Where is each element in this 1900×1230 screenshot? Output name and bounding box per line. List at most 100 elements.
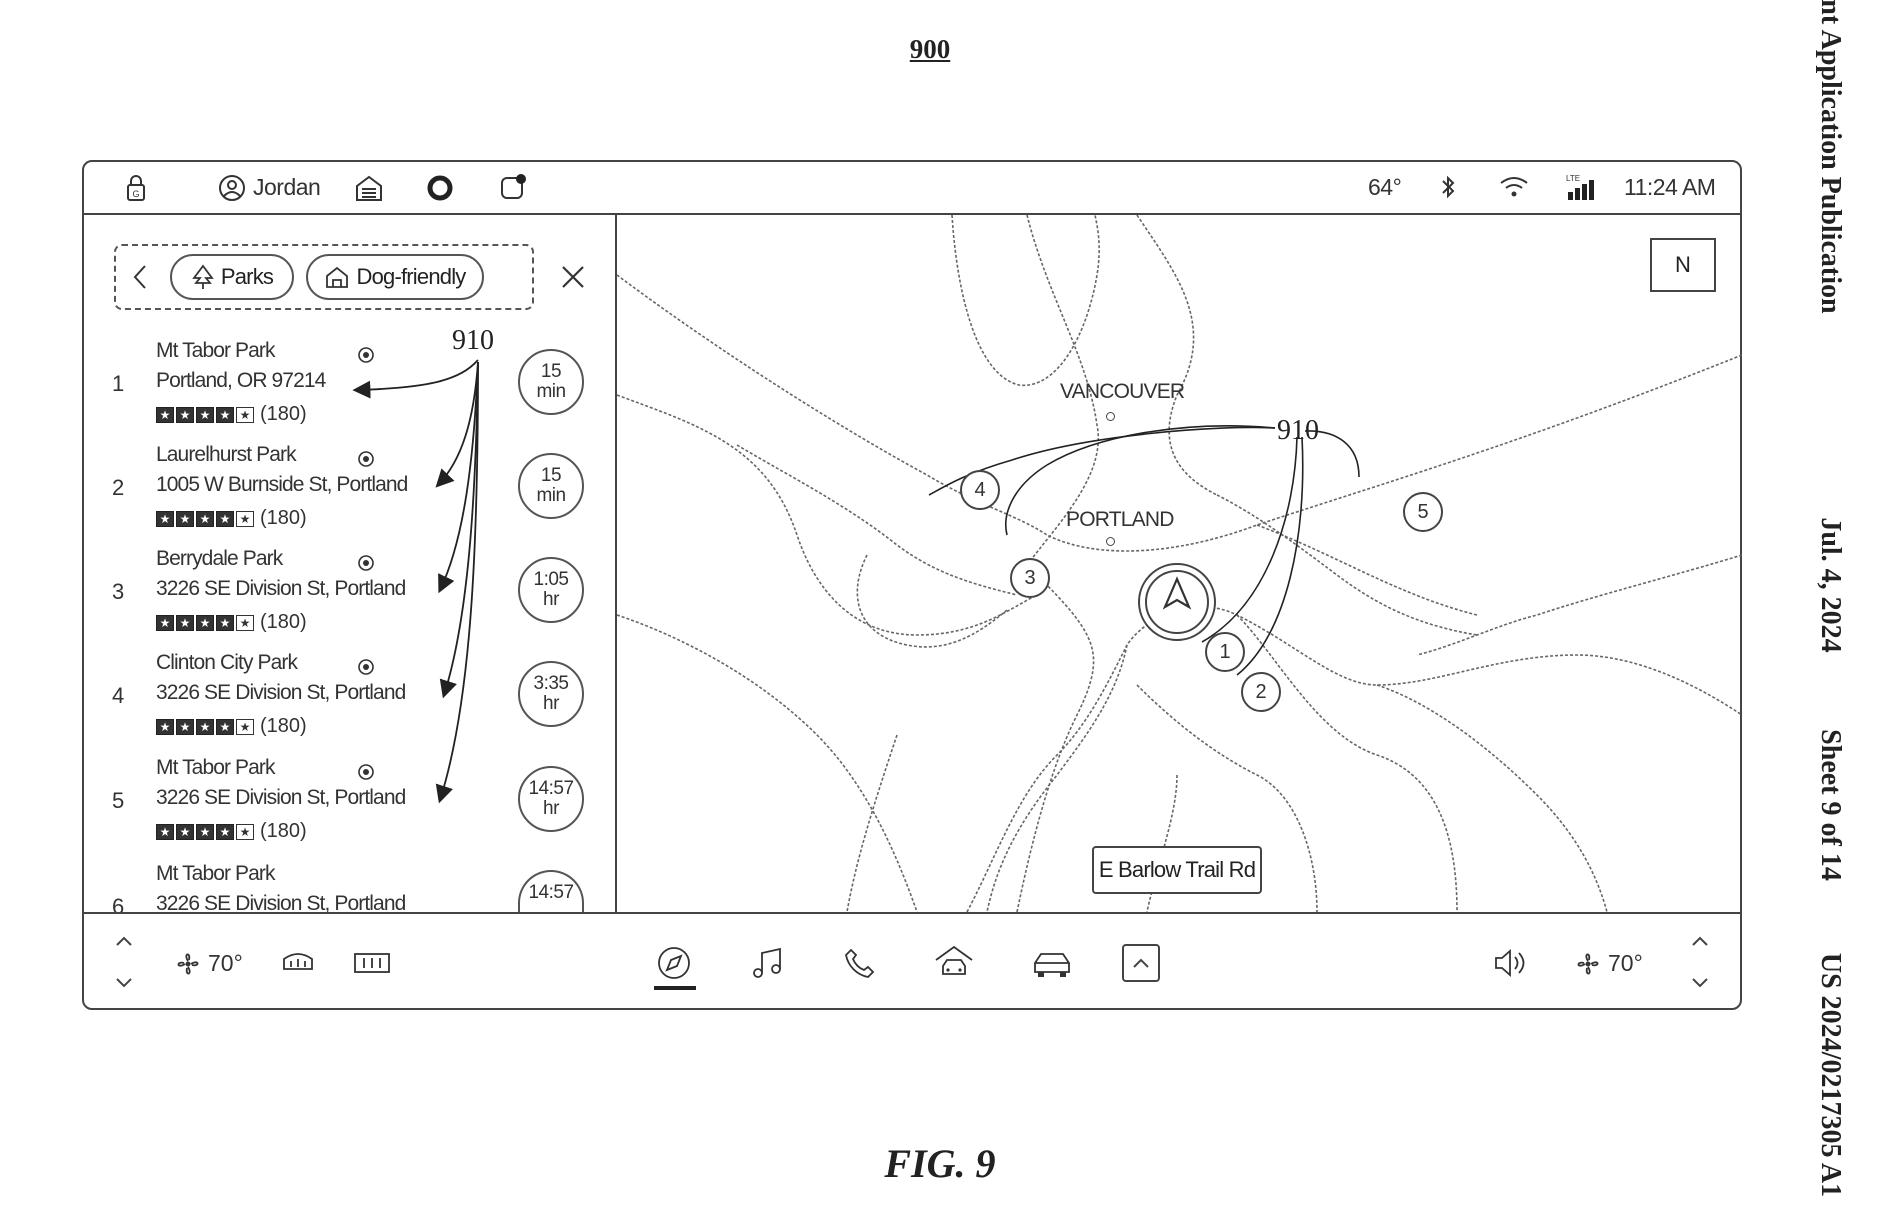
status-bar bbox=[82, 160, 1742, 215]
favorite-marker-icon[interactable] bbox=[356, 449, 376, 469]
favorite-marker-icon[interactable] bbox=[356, 657, 376, 677]
svg-text:LTE: LTE bbox=[1566, 174, 1580, 183]
navigation-icon[interactable] bbox=[655, 944, 693, 982]
eta-unit: hr bbox=[543, 798, 559, 819]
infotainment-screen bbox=[82, 160, 1742, 1010]
favorite-marker-icon[interactable] bbox=[356, 553, 376, 573]
search-filter-bar[interactable]: Parks Dog-friendly bbox=[114, 244, 534, 310]
chevron-up-icon[interactable] bbox=[1688, 932, 1712, 950]
review-count: (180) bbox=[260, 403, 307, 425]
star-icon: ★ bbox=[196, 718, 214, 735]
music-icon[interactable] bbox=[750, 945, 786, 981]
compass-north-button[interactable]: N bbox=[1650, 238, 1716, 292]
assistant-ring-icon[interactable] bbox=[426, 174, 454, 202]
item-address: Portland, OR 97214 bbox=[156, 369, 326, 392]
eta-value: 3:35 bbox=[533, 673, 569, 694]
fan-icon[interactable] bbox=[1574, 950, 1602, 978]
lock-icon[interactable]: G bbox=[124, 173, 148, 203]
star-icon: ★ bbox=[196, 614, 214, 631]
eta-value: 15 bbox=[540, 361, 562, 382]
defrost-icon[interactable] bbox=[280, 948, 316, 978]
item-name: Mt Tabor Park bbox=[156, 756, 276, 779]
favorite-marker-icon[interactable] bbox=[356, 762, 376, 782]
chevron-down-icon[interactable] bbox=[112, 974, 136, 992]
car-home-icon[interactable] bbox=[932, 944, 976, 982]
phone-icon[interactable] bbox=[842, 946, 878, 980]
close-icon[interactable] bbox=[558, 262, 588, 292]
road-label: E Barlow Trail Rd bbox=[1092, 846, 1262, 894]
item-name: Laurelhurst Park bbox=[156, 443, 297, 466]
star-icon: ★ bbox=[216, 823, 234, 840]
eta-unit: hr bbox=[543, 693, 559, 714]
item-address: 3226 SE Division St, Portland bbox=[156, 577, 406, 600]
clock-time: 11:24 AM bbox=[1624, 174, 1716, 200]
garage-icon[interactable] bbox=[354, 174, 384, 202]
rating-stars: ★★★★★(180) bbox=[156, 715, 307, 738]
back-chevron-icon[interactable] bbox=[128, 262, 152, 292]
rear-defrost-icon[interactable] bbox=[352, 950, 392, 978]
figure-caption: FIG. 9 bbox=[884, 1141, 996, 1186]
item-number: 2 bbox=[112, 475, 125, 500]
city-label-vancouver: VANCOUVER bbox=[1060, 380, 1185, 403]
item-number: 3 bbox=[112, 579, 125, 604]
driver-temperature[interactable]: 70° bbox=[208, 950, 243, 976]
apps-up-icon[interactable] bbox=[1122, 944, 1160, 982]
star-icon: ★ bbox=[216, 614, 234, 631]
star-icon: ★ bbox=[156, 406, 174, 423]
review-count: (180) bbox=[260, 507, 307, 529]
bluetooth-icon[interactable] bbox=[1438, 172, 1458, 202]
car-icon[interactable] bbox=[1030, 946, 1074, 982]
review-count: (180) bbox=[260, 820, 307, 842]
eta-value: 14:57 bbox=[528, 778, 574, 799]
rating-stars: ★★★★★(180) bbox=[156, 403, 307, 426]
star-icon: ★ bbox=[236, 614, 254, 631]
item-name: Mt Tabor Park bbox=[156, 862, 276, 885]
reference-numeral-910-list: 910 bbox=[452, 325, 494, 356]
location-dot-icon bbox=[1106, 537, 1115, 546]
star-icon: ★ bbox=[196, 823, 214, 840]
filter-chip-parks[interactable]: Parks bbox=[170, 254, 294, 300]
map-pin-4[interactable]: 4 bbox=[960, 470, 1000, 510]
eta-unit: min bbox=[536, 485, 566, 506]
map-pin-3[interactable]: 3 bbox=[1010, 558, 1050, 598]
map-view[interactable] bbox=[617, 215, 1742, 912]
user-name[interactable]: Jordan bbox=[253, 174, 321, 200]
filter-chip-label: Dog-friendly bbox=[356, 264, 466, 289]
tree-icon bbox=[192, 264, 214, 289]
city-label-portland: PORTLAND bbox=[1066, 508, 1174, 531]
item-address: 1005 W Burnside St, Portland bbox=[156, 473, 408, 496]
star-icon: ★ bbox=[156, 718, 174, 735]
notification-icon[interactable] bbox=[498, 172, 528, 202]
star-icon: ★ bbox=[156, 614, 174, 631]
fan-icon[interactable] bbox=[174, 950, 202, 978]
map-pin-1[interactable]: 1 bbox=[1205, 632, 1245, 672]
rating-stars: ★★★★★(180) bbox=[156, 611, 307, 634]
item-number: 5 bbox=[112, 788, 125, 813]
active-tab-indicator bbox=[654, 986, 696, 990]
star-icon: ★ bbox=[236, 406, 254, 423]
star-icon: ★ bbox=[236, 718, 254, 735]
chevron-down-icon[interactable] bbox=[1688, 974, 1712, 992]
star-icon: ★ bbox=[176, 823, 194, 840]
eta-value: 15 bbox=[540, 465, 562, 486]
chevron-up-icon[interactable] bbox=[112, 932, 136, 950]
item-name: Berrydale Park bbox=[156, 547, 283, 570]
current-location-marker[interactable] bbox=[1160, 575, 1194, 611]
item-name: Mt Tabor Park bbox=[156, 339, 276, 362]
volume-icon[interactable] bbox=[1492, 946, 1528, 980]
wifi-icon[interactable] bbox=[1498, 174, 1530, 200]
filter-chip-dog-friendly[interactable]: Dog-friendly bbox=[306, 254, 484, 300]
passenger-temperature[interactable]: 70° bbox=[1608, 950, 1643, 976]
star-icon: ★ bbox=[236, 823, 254, 840]
map-pin-2[interactable]: 2 bbox=[1241, 672, 1281, 712]
user-icon[interactable] bbox=[218, 174, 246, 202]
review-count: (180) bbox=[260, 611, 307, 633]
favorite-marker-icon[interactable] bbox=[356, 345, 376, 365]
map-pin-5[interactable]: 5 bbox=[1403, 492, 1443, 532]
star-icon: ★ bbox=[176, 510, 194, 527]
